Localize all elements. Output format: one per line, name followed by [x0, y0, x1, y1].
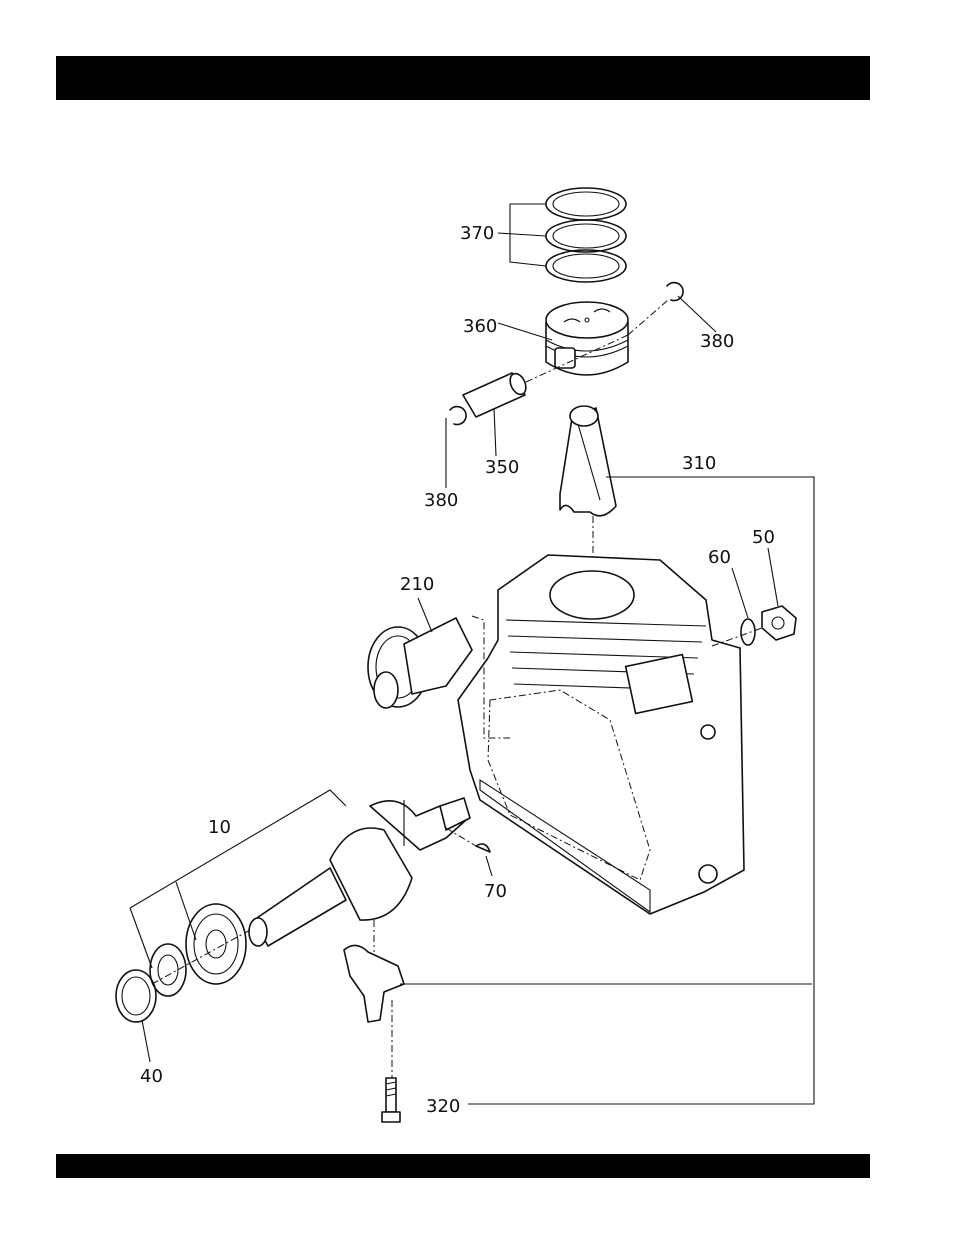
crank-gear [186, 904, 246, 984]
camshaft [368, 618, 472, 708]
piston-rings [546, 188, 626, 282]
callout-310: 310 [682, 453, 716, 474]
callout-380-left: 380 [424, 490, 458, 511]
callout-380-right: 380 [700, 331, 734, 352]
woodruff-key [476, 844, 490, 852]
crankcase [458, 555, 744, 914]
callout-320: 320 [426, 1096, 460, 1117]
callout-210: 210 [400, 574, 434, 595]
rod-cap [344, 945, 404, 1022]
callout-370: 370 [460, 223, 494, 244]
piston-pin [463, 371, 529, 417]
callout-60: 60 [708, 547, 731, 568]
washer [741, 619, 755, 645]
crankshaft [249, 798, 470, 946]
piston [546, 302, 628, 375]
callout-360: 360 [463, 316, 497, 337]
callout-50: 50 [752, 527, 775, 548]
callout-40: 40 [140, 1066, 163, 1087]
nut [762, 606, 796, 640]
footer-bar [56, 1154, 870, 1178]
callout-70: 70 [484, 881, 507, 902]
connecting-rod [560, 406, 616, 516]
callout-10: 10 [208, 817, 231, 838]
circlip-left [450, 407, 466, 425]
callout-350: 350 [485, 457, 519, 478]
cap-bolt [382, 1078, 400, 1122]
